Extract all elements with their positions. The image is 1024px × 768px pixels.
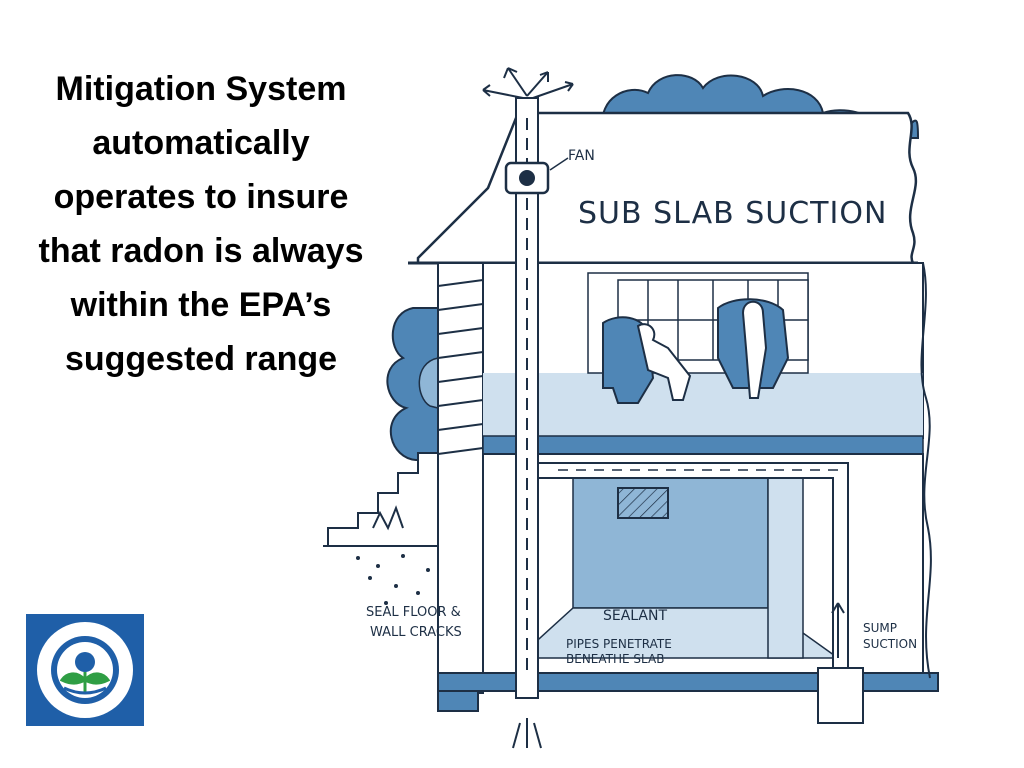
sump-pit bbox=[817, 667, 864, 724]
title-line: that radon is always bbox=[38, 232, 364, 270]
person bbox=[741, 300, 768, 399]
sump-label: SUCTION bbox=[863, 637, 917, 651]
soil-gas-arrows bbox=[512, 718, 542, 749]
exhaust-arrows bbox=[482, 67, 574, 99]
roof bbox=[416, 111, 918, 265]
sealant-label: SEALANT bbox=[603, 608, 667, 624]
small-plant bbox=[372, 505, 404, 531]
diagram-heading: SUB SLAB SUCTION bbox=[578, 196, 887, 231]
pipes-label: PIPES PENETRATE bbox=[566, 637, 672, 651]
basement-window bbox=[617, 487, 669, 519]
seal-label: WALL CRACKS bbox=[370, 625, 462, 640]
title-line: suggested range bbox=[64, 340, 338, 378]
foundation-slab bbox=[437, 672, 939, 692]
title-line: within the EPA’s bbox=[70, 286, 332, 324]
sump-label: SUMP bbox=[863, 621, 897, 635]
shrub bbox=[418, 357, 439, 409]
floor-slab bbox=[482, 435, 924, 455]
right-wall bbox=[767, 477, 804, 659]
shrub bbox=[386, 307, 439, 461]
title-line: operates to insure bbox=[53, 178, 349, 216]
title-line: automatically bbox=[92, 124, 310, 162]
radon-mitigation-illustration: SUB SLAB SUCTION FAN SEAL FLOOR & WALL C… bbox=[323, 67, 939, 749]
slide-title: Mitigation System automatically operates… bbox=[6, 62, 396, 386]
person bbox=[636, 323, 692, 401]
basement-back-wall bbox=[572, 477, 769, 609]
epa-logo bbox=[26, 614, 144, 726]
pipes-label: BENEATHE SLAB bbox=[566, 652, 664, 666]
footing bbox=[437, 690, 479, 712]
seal-label: SEAL FLOOR & bbox=[366, 605, 461, 620]
living-room-floor bbox=[483, 373, 923, 438]
outside-stairs bbox=[327, 452, 439, 547]
outer-wall bbox=[920, 262, 932, 679]
title-line: Mitigation System bbox=[55, 70, 347, 108]
fan-label: FAN bbox=[568, 148, 595, 164]
